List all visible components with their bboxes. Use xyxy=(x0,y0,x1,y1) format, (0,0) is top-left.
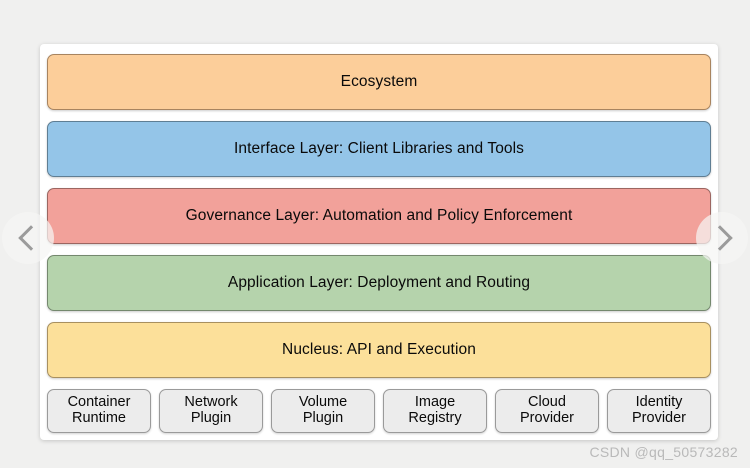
component-label-line2: Registry xyxy=(408,410,462,426)
layer-bar-application: Application Layer: Deployment and Routin… xyxy=(47,255,711,311)
layer-bar-governance: Governance Layer: Automation and Policy … xyxy=(47,188,711,244)
component-box-container-runtime: Container Runtime xyxy=(47,389,151,433)
component-label-line1: Container xyxy=(67,394,131,411)
layer-stack: Ecosystem Interface Layer: Client Librar… xyxy=(47,54,711,378)
component-label-line1: Network xyxy=(184,394,238,411)
component-box-volume-plugin: Volume Plugin xyxy=(271,389,375,433)
component-label-line1: Identity xyxy=(635,394,683,411)
chevron-left-icon xyxy=(17,225,44,251)
carousel-next-button[interactable] xyxy=(696,212,748,264)
layer-bar-nucleus: Nucleus: API and Execution xyxy=(47,322,711,378)
watermark-text: CSDN @qq_50573282 xyxy=(589,444,738,460)
component-label-line1: Image xyxy=(414,394,456,411)
layer-label-nucleus: Nucleus: API and Execution xyxy=(282,341,476,358)
layer-bar-interface: Interface Layer: Client Libraries and To… xyxy=(47,121,711,177)
chevron-right-icon xyxy=(706,225,733,251)
component-box-cloud-provider: Cloud Provider xyxy=(495,389,599,433)
layer-bar-ecosystem: Ecosystem xyxy=(47,54,711,110)
layer-label-governance: Governance Layer: Automation and Policy … xyxy=(185,207,573,224)
component-box-identity-provider: Identity Provider xyxy=(607,389,711,433)
carousel-prev-button[interactable] xyxy=(2,212,54,264)
component-box-image-registry: Image Registry xyxy=(383,389,487,433)
layer-label-ecosystem: Ecosystem xyxy=(340,73,418,90)
component-label-line2: Runtime xyxy=(72,410,126,426)
component-row: Container Runtime Network Plugin Volume … xyxy=(47,389,711,433)
layer-label-application: Application Layer: Deployment and Routin… xyxy=(227,274,531,291)
component-label-line2: Plugin xyxy=(190,410,232,426)
component-box-network-plugin: Network Plugin xyxy=(159,389,263,433)
component-label-line2: Provider xyxy=(520,410,574,426)
component-label-line1: Cloud xyxy=(528,394,566,411)
component-label-line2: Provider xyxy=(632,410,686,426)
architecture-diagram-card: Ecosystem Interface Layer: Client Librar… xyxy=(40,44,718,440)
layer-label-interface: Interface Layer: Client Libraries and To… xyxy=(233,140,525,157)
component-label-line1: Volume xyxy=(298,394,348,411)
component-label-line2: Plugin xyxy=(302,410,344,426)
